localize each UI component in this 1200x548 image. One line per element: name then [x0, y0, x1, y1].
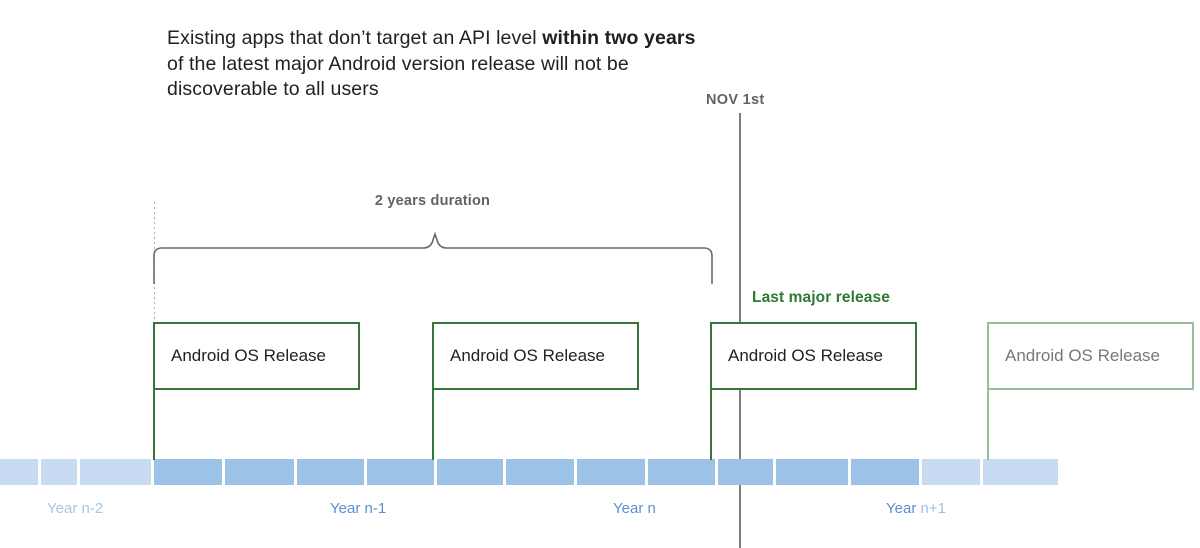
timeline-segment: [297, 459, 364, 485]
release-box-4[interactable]: Android OS Release: [987, 322, 1194, 390]
release-box-1-label: Android OS Release: [171, 346, 326, 365]
year-label-n-minus-1-main: Year: [330, 500, 361, 517]
release-box-3-label: Android OS Release: [728, 346, 883, 365]
timeline-segment: [0, 459, 38, 485]
last-major-release-label: Last major release: [752, 289, 890, 306]
release-stem-4: [987, 388, 989, 460]
release-stem-2: [432, 388, 434, 460]
year-label-n-minus-2-tail: n-2: [77, 500, 104, 517]
timeline-segment: [154, 459, 222, 485]
timeline-segment: [506, 459, 574, 485]
timeline-segment: [851, 459, 919, 485]
timeline-segment: [983, 459, 1058, 485]
year-label-n-plus-1-tail: n+1: [916, 500, 946, 517]
nov-date-label: NOV 1st: [706, 92, 765, 108]
timeline-segment: [648, 459, 715, 485]
year-label-n-main: Year: [613, 500, 644, 517]
page-title: Existing apps that don’t target an API l…: [167, 26, 787, 103]
timeline-segment: [437, 459, 503, 485]
timeline-segment: [718, 459, 773, 485]
timeline-segment: [80, 459, 151, 485]
headline-line-3: discoverable to all users: [167, 78, 379, 100]
release-box-4-label: Android OS Release: [1005, 346, 1160, 365]
headline-line-2: of the latest major Android version rele…: [167, 52, 629, 75]
timeline-segment: [41, 459, 77, 485]
duration-brace-icon: [153, 232, 713, 284]
timeline-segment: [776, 459, 848, 485]
timeline-segment: [577, 459, 645, 485]
timeline-segment: [225, 459, 294, 485]
two-years-duration-label: 2 years duration: [374, 193, 491, 209]
year-label-n-plus-1: Year n+1: [886, 500, 946, 517]
timeline-segment: [922, 459, 980, 485]
year-label-n-plus-1-main: Year: [886, 500, 917, 517]
release-box-1[interactable]: Android OS Release: [153, 322, 360, 390]
year-label-n: Year n: [613, 500, 656, 517]
year-label-n-minus-2: Year n-2: [47, 500, 103, 517]
timeline-segment: [367, 459, 434, 485]
year-label-n-minus-1: Year n-1: [330, 500, 386, 517]
release-box-2[interactable]: Android OS Release: [432, 322, 639, 390]
year-label-n-minus-2-main: Year: [47, 500, 78, 517]
release-box-3[interactable]: Android OS Release: [710, 322, 917, 390]
timeline-bar: [0, 459, 1058, 485]
year-label-n-minus-1-tail: n-1: [360, 500, 387, 517]
release-stem-1: [153, 388, 155, 460]
release-stem-3: [710, 388, 712, 460]
headline-emphasis: within two years: [542, 27, 696, 49]
year-label-n-tail: n: [643, 500, 656, 517]
headline-line-1-prefix: Existing apps that don’t target an API l…: [167, 27, 543, 49]
release-box-2-label: Android OS Release: [450, 346, 605, 365]
